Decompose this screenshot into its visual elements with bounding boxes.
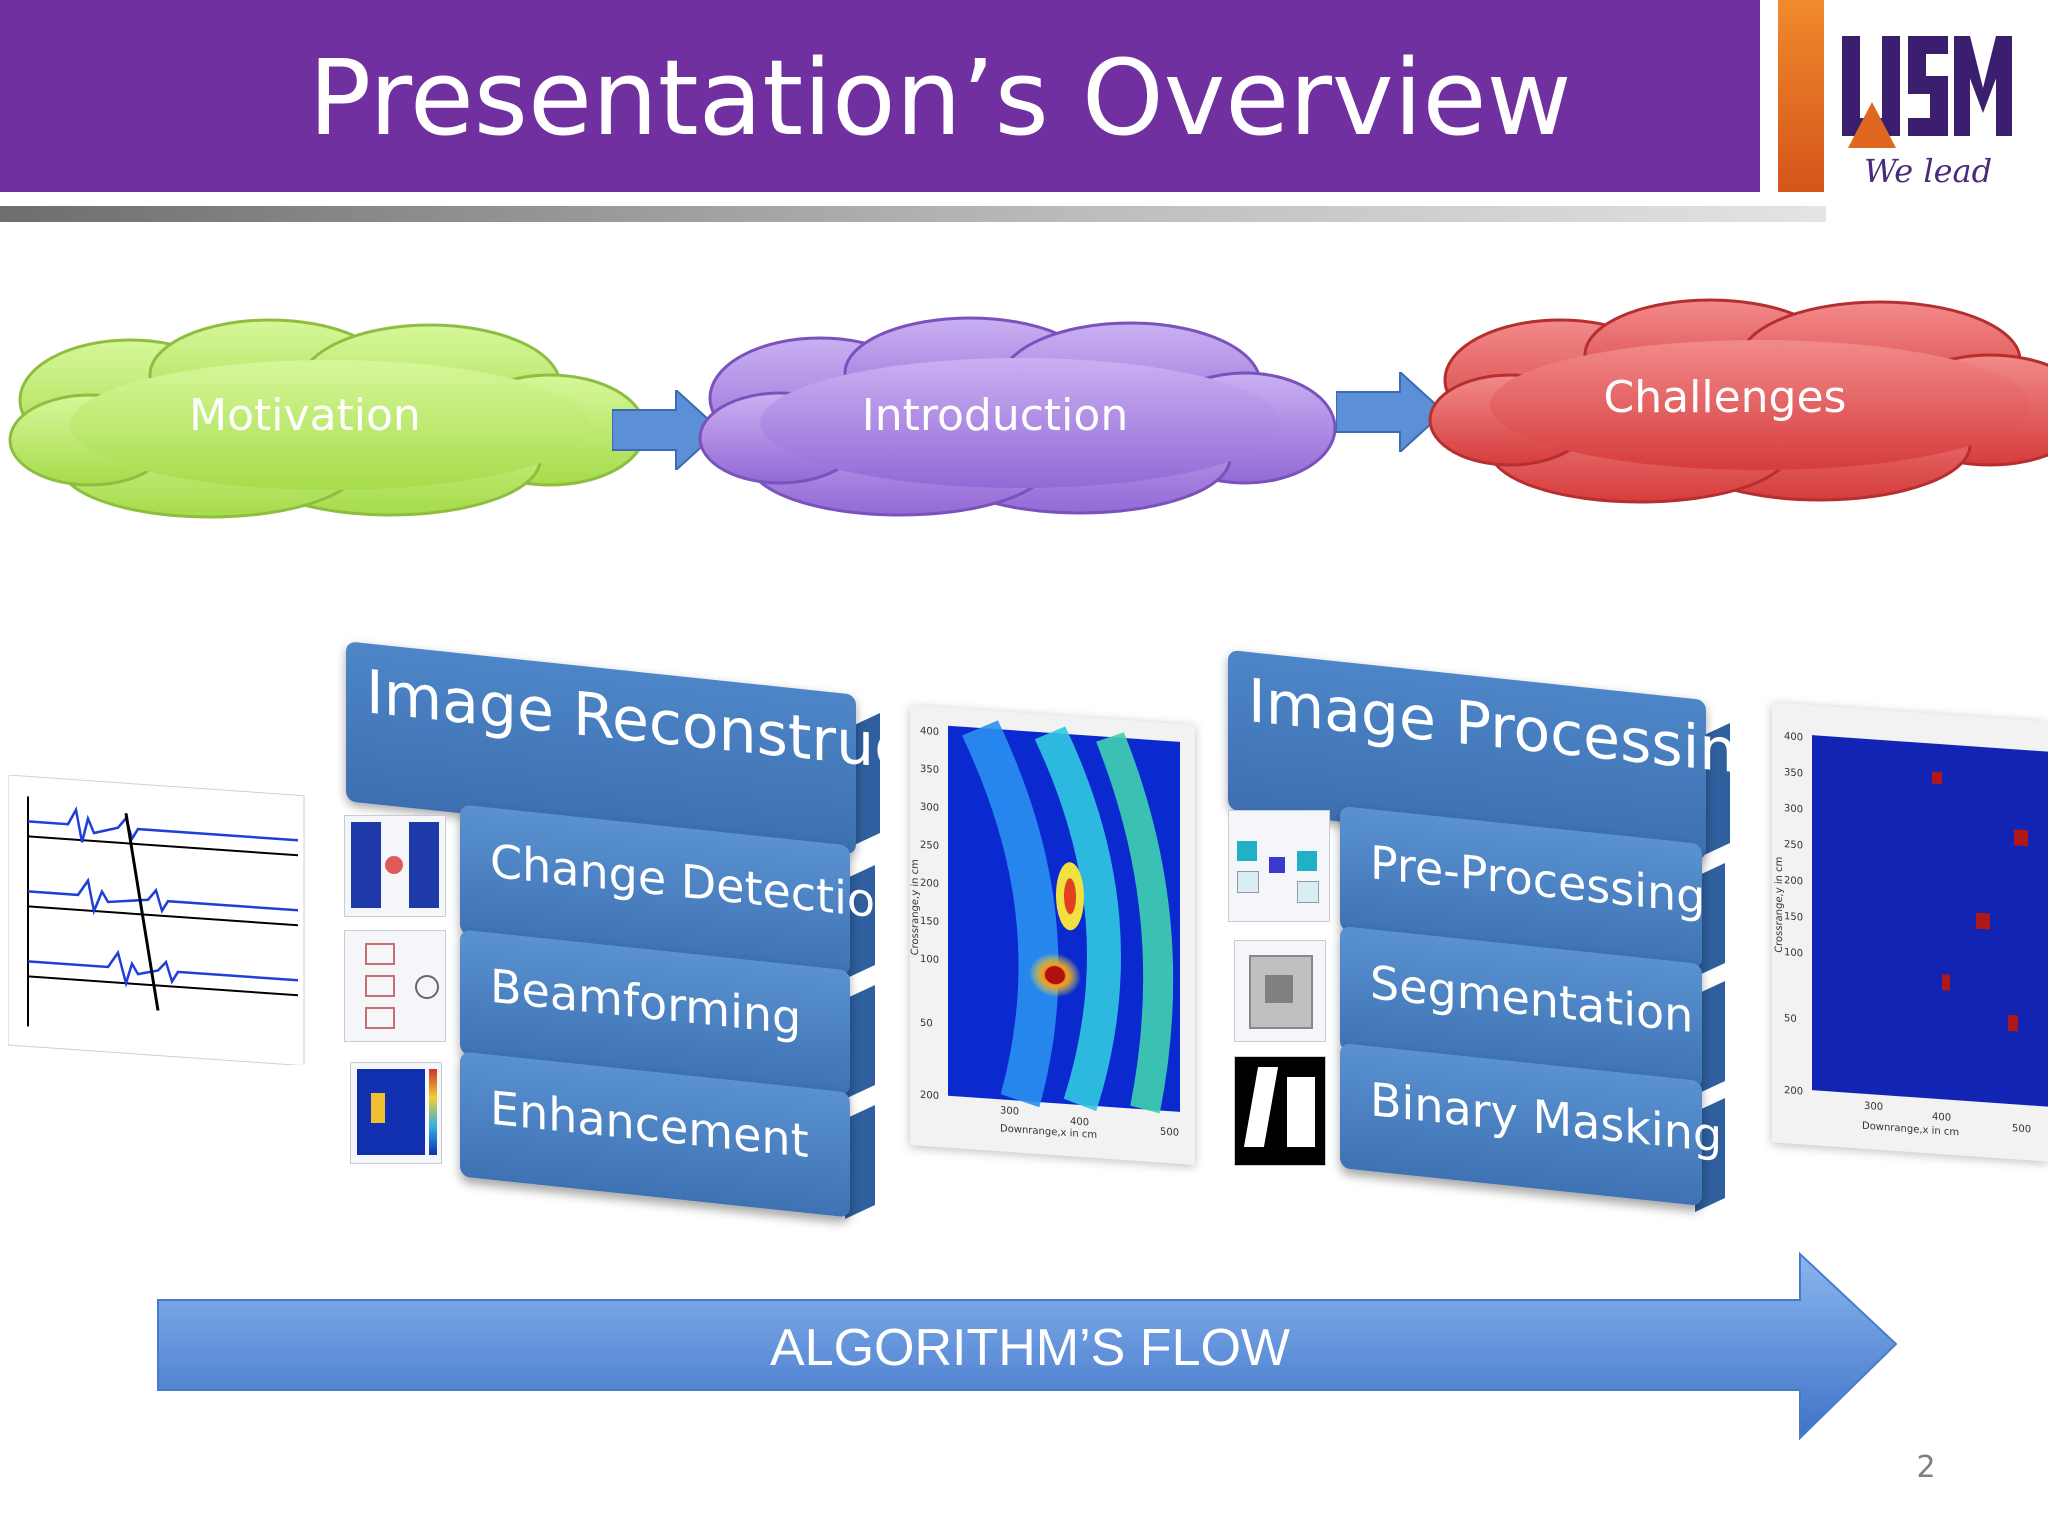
change-detection-thumb [344,815,446,917]
recon-xtick-1: 300 [1000,1105,1019,1117]
cloud-label-challenges: Challenges [1603,372,1847,423]
recon-ytick-5: 200 [920,878,939,890]
recon-ytick-7: 100 [920,954,939,966]
mask-ytick-1: 400 [1784,731,1803,743]
page-title: Presentation’s Overview [308,37,1572,159]
cloud-label-motivation: Motivation [189,390,421,441]
recon-ylabel: Crossrange,y in cm [910,859,921,956]
mask-ytick-6: 150 [1784,911,1803,923]
usm-logo [1842,36,2012,148]
recon-ytick-9: 200 [920,1090,939,1102]
binary-masking-thumb [1234,1056,1326,1166]
segmentation-thumb [1234,940,1326,1042]
stack1-title: Image Reconstruction [366,657,1023,797]
mask-xtick-2: 400 [1932,1112,1951,1124]
mask-ytick-4: 250 [1784,839,1803,851]
cloud-introduction [698,316,1337,517]
flow-arrow-1-icon [612,390,722,470]
enhancement-thumb [350,1062,442,1164]
logo-accent-bar [1778,0,1824,192]
recon-ytick-2: 350 [920,764,939,776]
recon-xtick-3: 500 [1160,1127,1179,1139]
masked-plot: 400 350 300 250 200 150 100 50 200 300 4… [1772,702,2048,1162]
recon-ytick-4: 250 [920,840,939,852]
flow-arrow-2-icon [1336,372,1446,452]
pre-processing-thumb [1228,810,1330,922]
reconstruction-plot: 400 350 300 250 200 150 100 50 200 300 4… [910,705,1195,1165]
mask-ylabel: Crossrange,y in cm [1774,856,1785,953]
cloud-label-introduction: Introduction [861,390,1129,441]
page-number: 2 [1916,1450,1936,1485]
stack2-title: Image Processing [1248,665,1776,792]
mask-xtick-1: 300 [1864,1101,1883,1113]
reconstruction-heatmap: 400 350 300 250 200 150 100 50 200 300 4… [910,720,1180,1141]
masked-heatmap: 400 350 300 250 200 150 100 50 200 300 4… [1774,731,2048,1138]
beamforming-thumb [344,930,446,1042]
algorithm-flow-label: ALGORITHM’S FLOW [769,1319,1291,1377]
mask-ytick-2: 350 [1784,767,1803,779]
mask-ytick-5: 200 [1784,875,1803,887]
recon-ytick-6: 150 [920,916,939,928]
logo-tagline: We lead [1863,152,1993,190]
recon-xtick-2: 400 [1070,1116,1089,1128]
mask-xtick-3: 500 [2012,1123,2031,1135]
cloud-challenges [1428,298,2048,504]
mask-ytick-8: 50 [1784,1013,1797,1025]
recon-ytick-8: 50 [920,1018,933,1030]
mask-ytick-7: 100 [1784,947,1803,959]
algorithm-flow-arrow [157,1251,1898,1441]
recon-ytick-1: 400 [920,726,939,738]
mask-ytick-3: 300 [1784,803,1803,815]
recon-ytick-3: 300 [920,802,939,814]
cloud-motivation [8,318,647,519]
header-divider [0,206,1826,222]
title-bar [0,0,1760,192]
waveform-plot-image [8,775,305,1065]
mask-ytick-9: 200 [1784,1085,1803,1097]
